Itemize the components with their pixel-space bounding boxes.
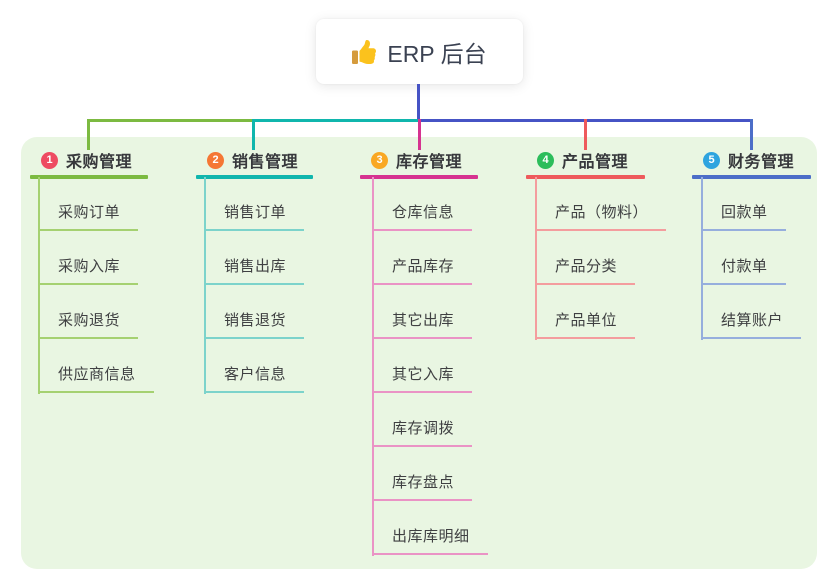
connector-line (417, 84, 420, 122)
child-label: 仓库信息 (392, 204, 455, 221)
branch-label: 库存管理 (396, 154, 463, 171)
child-node[interactable]: 出库库明细 (372, 501, 488, 555)
branch-header[interactable]: 1 采购管理 (30, 148, 148, 172)
connector-line (584, 119, 587, 150)
child-label: 产品（物料） (555, 204, 649, 221)
connector-line (252, 119, 255, 150)
child-label: 库存调拨 (392, 420, 455, 437)
child-label: 客户信息 (224, 366, 287, 383)
child-node[interactable]: 产品库存 (372, 231, 473, 285)
connector-line (253, 119, 419, 122)
child-node[interactable]: 销售订单 (204, 177, 305, 231)
branch-number-badge: 1 (41, 151, 58, 169)
connector-line (88, 119, 253, 122)
child-node[interactable]: 产品分类 (535, 231, 636, 285)
branch-header[interactable]: 2 销售管理 (196, 148, 313, 172)
child-label: 回款单 (721, 204, 768, 221)
branch-children: 产品（物料） 产品分类 产品单位 (535, 177, 667, 339)
child-label: 销售订单 (224, 204, 287, 221)
child-node[interactable]: 采购退货 (38, 285, 139, 339)
child-label: 产品单位 (555, 312, 618, 329)
branches-panel (21, 137, 817, 569)
child-node[interactable]: 其它出库 (372, 285, 473, 339)
root-title: ERP 后台 (387, 40, 487, 67)
child-node[interactable]: 销售出库 (204, 231, 305, 285)
branch-vertical-line (38, 177, 40, 394)
branch-underline (30, 175, 148, 179)
branch-vertical-line (372, 177, 374, 556)
child-label: 结算账户 (721, 312, 784, 329)
thumbs-up-icon (352, 39, 377, 64)
child-label: 采购退货 (58, 312, 121, 329)
child-node[interactable]: 采购入库 (38, 231, 139, 285)
branch-label: 财务管理 (728, 154, 795, 171)
child-node[interactable]: 销售退货 (204, 285, 305, 339)
branch-underline (360, 175, 478, 179)
branch-number-badge: 5 (703, 151, 720, 169)
child-node[interactable]: 结算账户 (701, 285, 802, 339)
branch-header[interactable]: 3 库存管理 (360, 148, 478, 172)
branch-children: 仓库信息 产品库存 其它出库 其它入库 库存调拨 库存盘点 出库库明细 (372, 177, 488, 555)
child-node[interactable]: 付款单 (701, 231, 786, 285)
child-label: 产品库存 (392, 258, 455, 275)
branch-label: 销售管理 (232, 154, 299, 171)
connector-line (418, 119, 421, 150)
child-node[interactable]: 库存盘点 (372, 447, 473, 501)
child-label: 供应商信息 (58, 366, 136, 383)
branch-vertical-line (204, 177, 206, 394)
branch-header[interactable]: 5 财务管理 (692, 148, 811, 172)
branch-underline (526, 175, 645, 179)
child-node[interactable]: 产品（物料） (535, 177, 667, 231)
root-node[interactable]: ERP 后台 (316, 19, 523, 84)
connector-line (87, 119, 90, 150)
branch-vertical-line (701, 177, 703, 340)
child-label: 产品分类 (555, 258, 618, 275)
branch-number-badge: 2 (207, 151, 224, 169)
child-node[interactable]: 采购订单 (38, 177, 139, 231)
branch-label: 产品管理 (562, 154, 629, 171)
branch-vertical-line (535, 177, 537, 340)
branch-number-badge: 3 (371, 151, 388, 169)
child-node[interactable]: 供应商信息 (38, 339, 154, 393)
child-label: 库存盘点 (392, 474, 455, 491)
branch-number-badge: 4 (537, 151, 554, 169)
branch-header[interactable]: 4 产品管理 (526, 148, 645, 172)
child-label: 其它出库 (392, 312, 455, 329)
child-label: 出库库明细 (392, 528, 470, 545)
child-label: 采购入库 (58, 258, 121, 275)
child-node[interactable]: 仓库信息 (372, 177, 473, 231)
branch-underline (692, 175, 811, 179)
branch-children: 销售订单 销售出库 销售退货 客户信息 (204, 177, 305, 393)
child-node[interactable]: 产品单位 (535, 285, 636, 339)
child-label: 销售出库 (224, 258, 287, 275)
branch-children: 回款单 付款单 结算账户 (701, 177, 802, 339)
branch-label: 采购管理 (66, 154, 133, 171)
child-label: 采购订单 (58, 204, 121, 221)
child-label: 销售退货 (224, 312, 287, 329)
child-node[interactable]: 其它入库 (372, 339, 473, 393)
branch-underline (196, 175, 313, 179)
child-node[interactable]: 库存调拨 (372, 393, 473, 447)
branch-children: 采购订单 采购入库 采购退货 供应商信息 (38, 177, 154, 393)
child-node[interactable]: 回款单 (701, 177, 786, 231)
connector-line (750, 119, 753, 150)
child-node[interactable]: 客户信息 (204, 339, 305, 393)
child-label: 其它入库 (392, 366, 455, 383)
child-label: 付款单 (721, 258, 768, 275)
